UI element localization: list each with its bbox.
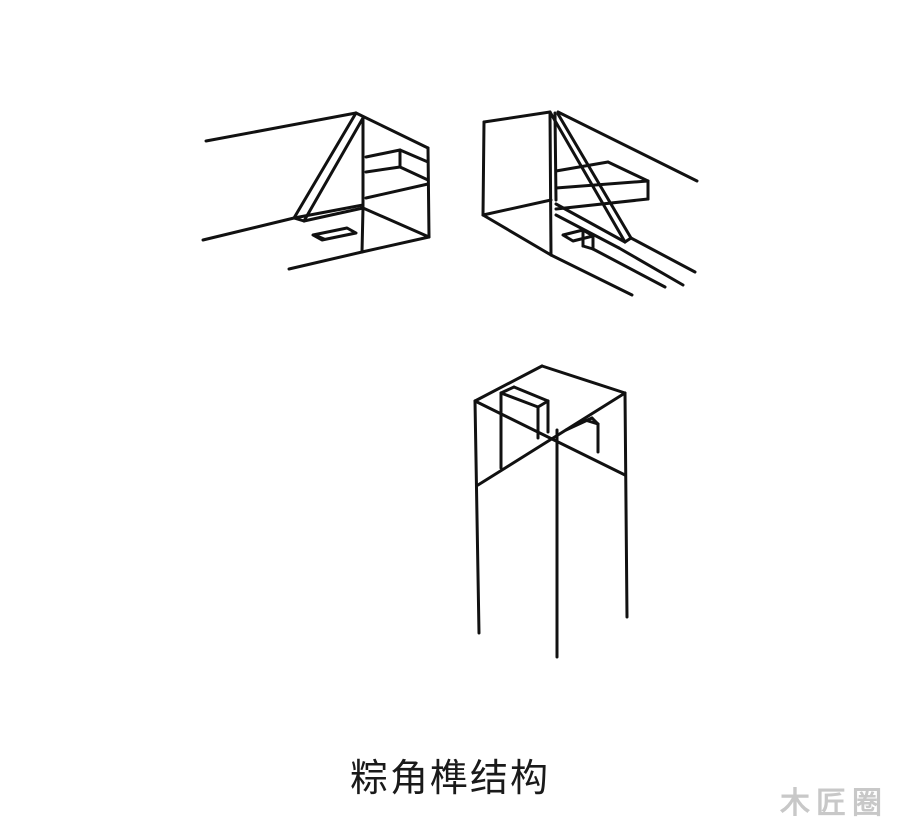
top-left-member [201, 111, 431, 271]
figure-caption: 粽角榫结构 [349, 756, 550, 800]
watermark-logo: 木匠圈 [780, 786, 888, 821]
vertical-post [473, 364, 629, 659]
top-right-member [481, 110, 699, 297]
